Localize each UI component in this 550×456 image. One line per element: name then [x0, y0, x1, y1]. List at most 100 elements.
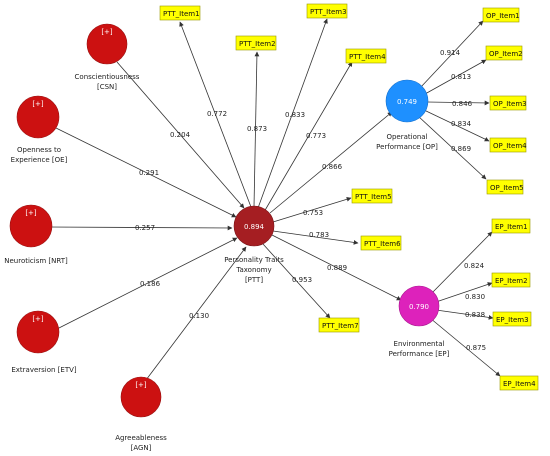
- path-ptt-op: [269, 111, 393, 214]
- construct-csn-label-1: Conscientiousness: [75, 73, 140, 81]
- construct-etv[interactable]: [+] Extraversion [ETV]: [11, 310, 77, 374]
- coefficient-labels: 0.204 0.291 0.257 0.186 0.130 0.866 0.88…: [135, 49, 486, 352]
- path-ptt-item1: [179, 21, 252, 208]
- indicator-label: PTT_Item2: [239, 40, 276, 48]
- loading-ptt-item7: 0.953: [292, 276, 312, 284]
- path-ep-item1: [429, 231, 493, 296]
- expand-icon: [+]: [25, 209, 37, 217]
- indicator-ptt-item5[interactable]: PTT_Item5: [351, 188, 393, 204]
- indicator-label: OP_Item3: [493, 100, 527, 108]
- op-loading-paths: [417, 20, 490, 180]
- indicator-ep-item1[interactable]: EP_Item1: [491, 218, 531, 234]
- path-op-item3: [426, 100, 490, 106]
- construct-nrt-circle: [9, 204, 53, 248]
- path-csn-ptt: [116, 61, 245, 209]
- loading-ptt-item3: 0.833: [285, 111, 305, 119]
- indicator-op-item5[interactable]: OP_Item5: [486, 179, 524, 195]
- construct-oe-label-2: Experience [OE]: [11, 156, 68, 164]
- indicator-op-item3[interactable]: OP_Item3: [489, 95, 527, 111]
- indicator-label: OP_Item1: [486, 12, 520, 20]
- construct-oe[interactable]: [+] Openness to Experience [OE]: [11, 95, 68, 164]
- indicator-label: PTT_Item6: [364, 240, 401, 248]
- construct-nrt-label-1: Neuroticism [NRT]: [4, 257, 68, 265]
- path-oe-ptt: [55, 127, 237, 218]
- indicator-label: PTT_Item5: [355, 193, 392, 201]
- indicator-op-item2[interactable]: OP_Item2: [485, 45, 523, 61]
- construct-op[interactable]: 0.749 Operational Performance [OP]: [376, 79, 438, 151]
- path-ptt-ep: [271, 234, 402, 301]
- coef-nrt-ptt: 0.257: [135, 224, 155, 232]
- coef-ptt-op: 0.866: [322, 163, 343, 171]
- indicator-ptt-item1[interactable]: PTT_Item1: [159, 5, 201, 21]
- construct-ep-r2: 0.790: [409, 303, 429, 311]
- indicator-ptt-item4[interactable]: PTT_Item4: [345, 48, 387, 64]
- path-nrt-ptt: [47, 225, 233, 231]
- loading-ptt-item6: 0.783: [309, 231, 329, 239]
- indicator-label: PTT_Item3: [310, 8, 347, 16]
- loading-ptt-item5: 0.753: [303, 209, 323, 217]
- construct-agn-circle: [120, 376, 162, 418]
- indicator-label: OP_Item2: [489, 50, 523, 58]
- ep-loading-paths: [429, 231, 501, 377]
- indicator-ep-item4[interactable]: EP_Item4: [499, 375, 539, 391]
- construct-csn-circle: [86, 23, 128, 65]
- path-op-item5: [417, 115, 487, 180]
- indicator-label: EP_Item2: [495, 277, 528, 285]
- construct-nrt[interactable]: [+] Neuroticism [NRT]: [4, 204, 68, 265]
- construct-agn[interactable]: [+] Agreeableness [AGN]: [115, 376, 167, 452]
- path-ep-item3: [435, 309, 494, 320]
- construct-etv-circle: [16, 310, 60, 354]
- path-agn-ptt: [145, 246, 247, 381]
- construct-ptt-label-1: Personality Traits: [224, 256, 284, 264]
- construct-ep-label-2: Performance [EP]: [389, 350, 450, 358]
- construct-csn[interactable]: [+] Conscientiousness [CSN]: [75, 23, 140, 91]
- path-ep-item2: [435, 282, 493, 303]
- ptt-indicator-boxes: PTT_Item1 PTT_Item2 PTT_Item3 PTT_Item4 …: [159, 3, 402, 333]
- construct-op-label-1: Operational: [386, 133, 427, 141]
- indicator-ptt-item7[interactable]: PTT_Item7: [318, 317, 360, 333]
- indicator-label: OP_Item4: [493, 142, 527, 150]
- structural-paths: [47, 61, 402, 381]
- indicator-op-item1[interactable]: OP_Item1: [482, 7, 520, 23]
- indicator-label: OP_Item5: [490, 184, 524, 192]
- construct-ep[interactable]: 0.790 Environmental Performance [EP]: [389, 285, 450, 358]
- indicator-label: PTT_Item4: [349, 53, 386, 61]
- construct-ep-circle: [398, 285, 440, 327]
- indicator-ptt-item6[interactable]: PTT_Item6: [360, 235, 402, 251]
- loading-ep-item2: 0.830: [465, 293, 485, 301]
- construct-ep-label-1: Environmental: [394, 340, 445, 348]
- construct-ptt-label-3: [PTT]: [245, 276, 263, 284]
- loading-op-item5: 0.869: [451, 145, 471, 153]
- path-op-item4: [423, 109, 490, 142]
- indicator-label: PTT_Item7: [322, 322, 359, 330]
- loading-ptt-item2: 0.873: [247, 125, 267, 133]
- construct-ptt[interactable]: 0.894 Personality Traits Taxonomy [PTT]: [224, 205, 284, 284]
- indicator-label: PTT_Item1: [163, 10, 200, 18]
- expand-icon: [+]: [135, 381, 147, 389]
- coef-oe-ptt: 0.291: [139, 169, 159, 177]
- construct-oe-label-1: Openness to: [17, 146, 61, 154]
- construct-ptt-r2: 0.894: [244, 223, 265, 231]
- path-ptt-item3: [257, 18, 328, 209]
- loading-ep-item1: 0.824: [464, 262, 485, 270]
- construct-ptt-circle: [233, 205, 275, 247]
- indicator-ptt-item2[interactable]: PTT_Item2: [235, 35, 277, 51]
- expand-icon: [+]: [32, 100, 44, 108]
- ep-indicator-boxes: EP_Item1 EP_Item2 EP_Item3 EP_Item4: [491, 218, 539, 391]
- coef-ptt-ep: 0.889: [327, 264, 347, 272]
- indicator-op-item4[interactable]: OP_Item4: [489, 137, 527, 153]
- path-ptt-item2: [253, 51, 260, 208]
- path-ptt-item6: [272, 230, 359, 245]
- coef-etv-ptt: 0.186: [140, 280, 161, 288]
- path-etv-ptt: [54, 237, 238, 331]
- construct-csn-label-2: [CSN]: [97, 83, 117, 91]
- indicator-ep-item3[interactable]: EP_Item3: [492, 311, 532, 327]
- coef-agn-ptt: 0.130: [189, 312, 209, 320]
- indicator-ep-item2[interactable]: EP_Item2: [491, 272, 531, 288]
- loading-ptt-item4: 0.773: [306, 132, 326, 140]
- indicator-label: EP_Item1: [495, 223, 528, 231]
- indicator-label: EP_Item4: [503, 380, 536, 388]
- path-ptt-item5: [272, 196, 352, 223]
- indicator-ptt-item3[interactable]: PTT_Item3: [306, 3, 348, 19]
